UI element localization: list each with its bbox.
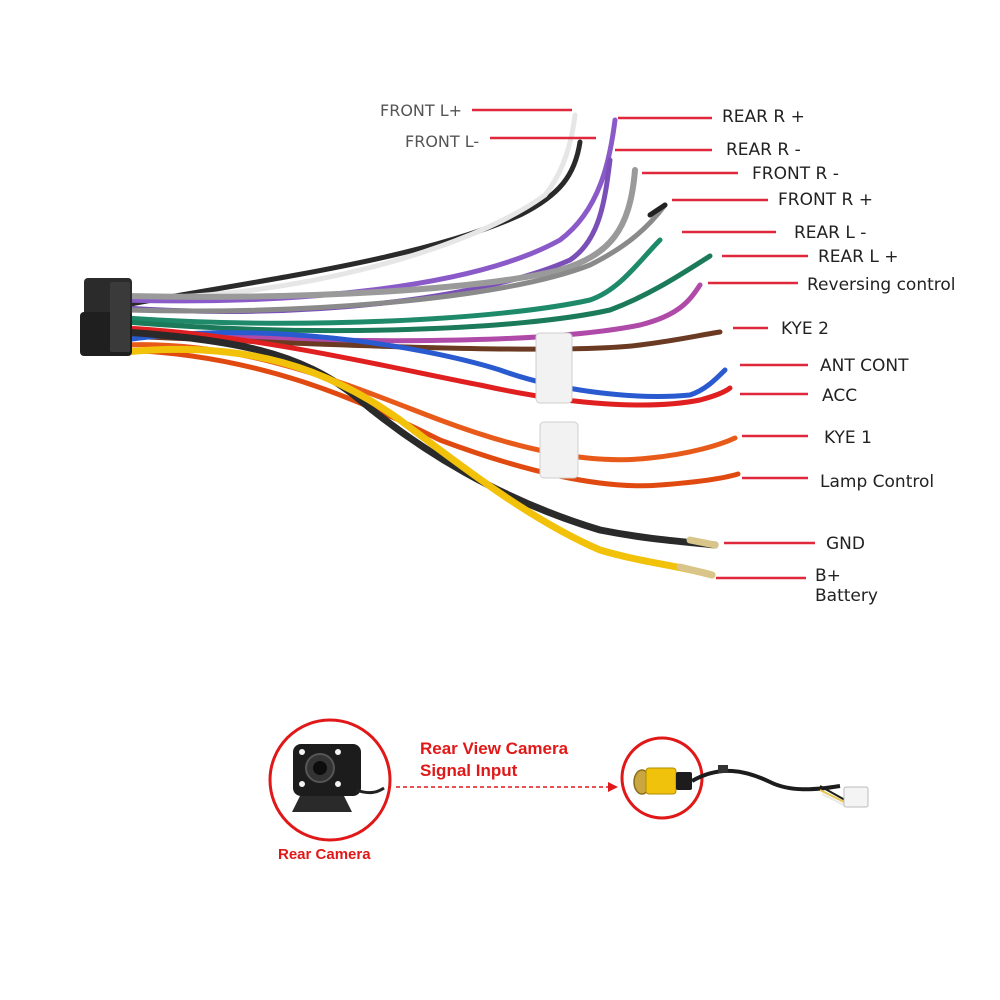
wire-tag-lower xyxy=(539,421,579,479)
wire-bundle xyxy=(121,112,741,579)
wire-tip-batt xyxy=(676,563,716,579)
wire-labels: FRONT L+ FRONT L- REAR R + REAR R - FRON… xyxy=(380,101,956,606)
connector-ridge xyxy=(110,282,130,352)
wire-blue xyxy=(122,330,728,399)
camera-icon xyxy=(292,744,385,812)
signal-title-line1: Rear View Camera xyxy=(420,739,569,758)
wire-tip-gnd xyxy=(686,536,719,549)
label-rear-l-plus: REAR L + xyxy=(818,247,899,267)
wire-gray-black-tip xyxy=(647,202,668,218)
label-front-r-plus: FRONT R + xyxy=(778,190,873,210)
label-acc: ACC xyxy=(822,386,857,406)
signal-title-line2: Signal Input xyxy=(420,761,518,780)
rca-cable xyxy=(691,768,841,792)
wire-purple xyxy=(122,117,618,304)
wire-tags xyxy=(535,332,579,479)
wire-tag-upper xyxy=(535,332,573,404)
wire-green-black xyxy=(122,253,713,333)
label-rear-l-minus: REAR L - xyxy=(794,223,866,243)
label-front-r-minus: FRONT R - xyxy=(752,164,839,184)
label-rear-r-minus: REAR R - xyxy=(726,140,801,160)
label-rear-r-plus: REAR R + xyxy=(722,107,805,127)
wire-gray xyxy=(122,167,638,300)
label-reversing-control: Reversing control xyxy=(807,275,956,295)
label-battery: Battery xyxy=(815,586,878,606)
label-front-l-plus: FRONT L+ xyxy=(380,101,462,120)
wire-orange-2 xyxy=(122,347,741,489)
wire-white xyxy=(122,112,578,301)
wire-green xyxy=(122,237,663,326)
wire-gray-black xyxy=(122,202,668,314)
camera-section: Rear Camera Rear View Camera Signal Inpu… xyxy=(268,718,869,863)
label-front-l-minus: FRONT L- xyxy=(405,132,479,151)
label-kye1: KYE 1 xyxy=(824,428,872,448)
signal-arrow-head xyxy=(608,782,618,792)
rca-connector-icon xyxy=(633,767,692,795)
label-ant-cont: ANT CONT xyxy=(820,356,909,376)
label-b-plus: B+ xyxy=(815,566,841,586)
rear-camera-caption: Rear Camera xyxy=(278,846,371,863)
leader-lines xyxy=(472,108,815,580)
wire-black-gnd xyxy=(121,328,719,549)
harness-connector xyxy=(80,278,132,356)
label-lamp-control: Lamp Control xyxy=(820,472,934,492)
wire-red xyxy=(122,325,733,408)
label-gnd: GND xyxy=(826,534,865,554)
molex-connector-icon xyxy=(819,785,869,808)
cable-bead xyxy=(718,765,728,773)
label-kye2: KYE 2 xyxy=(781,319,829,339)
wire-yellow xyxy=(121,345,716,579)
